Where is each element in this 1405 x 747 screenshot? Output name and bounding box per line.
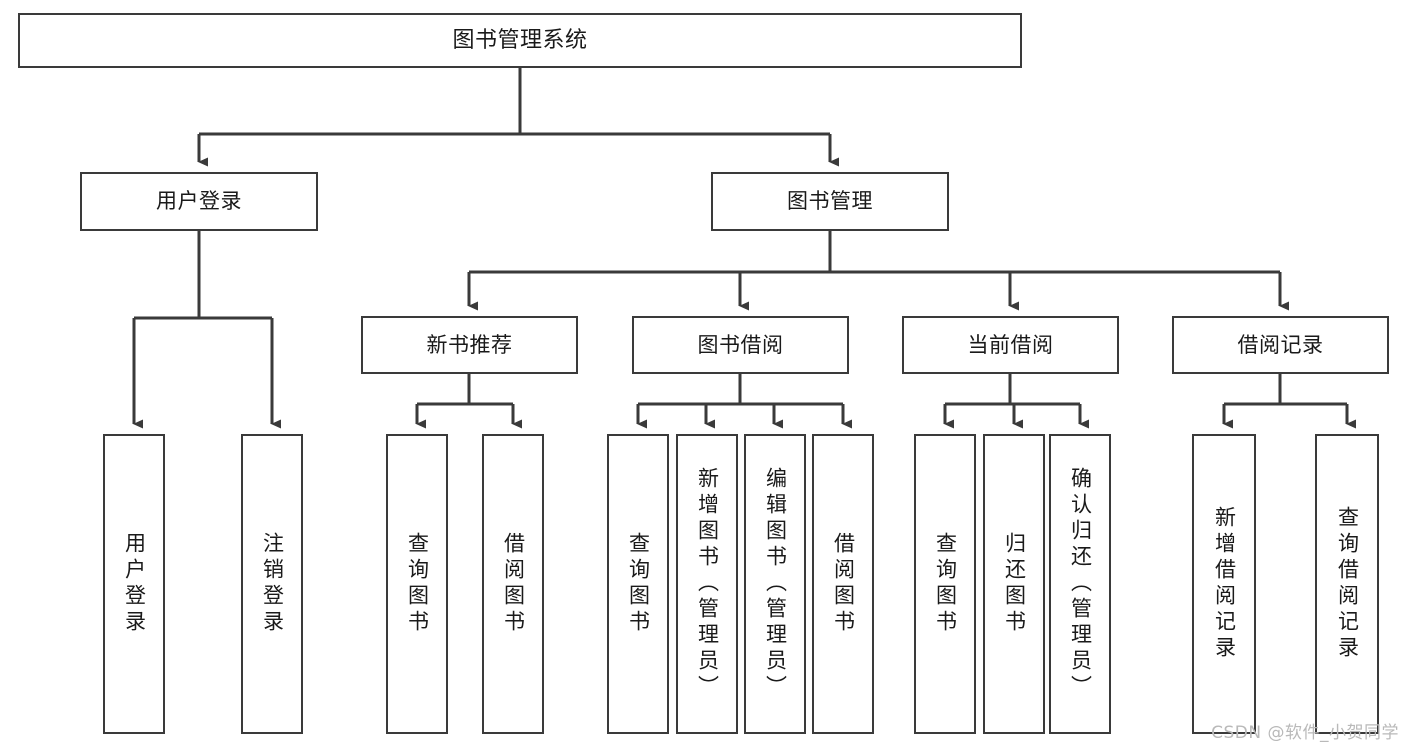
node-leaf-user-login[interactable]: 用户登录 [103, 434, 165, 734]
node-leaf-add-book[interactable]: 新增图书（管理员） [676, 434, 738, 734]
node-label: 编辑图书（管理员） [763, 467, 788, 701]
node-label: 图书借阅 [697, 332, 784, 357]
node-borrow-record[interactable]: 借阅记录 [1172, 316, 1389, 374]
node-label: 新增借阅记录 [1212, 506, 1237, 662]
node-label: 当前借阅 [967, 332, 1054, 357]
node-leaf-borrow-book-1[interactable]: 借阅图书 [482, 434, 544, 734]
node-label: 归还图书 [1002, 532, 1027, 636]
node-label: 新增图书（管理员） [695, 467, 720, 701]
node-label: 借阅图书 [501, 532, 526, 636]
node-user-login[interactable]: 用户登录 [80, 172, 318, 231]
node-label: 用户登录 [156, 189, 242, 214]
node-book-borrow[interactable]: 图书借阅 [632, 316, 849, 374]
node-root-book-management-system[interactable]: 图书管理系统 [18, 13, 1022, 68]
node-leaf-query-book-2[interactable]: 查询图书 [607, 434, 669, 734]
node-leaf-edit-book[interactable]: 编辑图书（管理员） [744, 434, 806, 734]
node-label: 用户登录 [122, 532, 147, 636]
node-leaf-logout-login[interactable]: 注销登录 [241, 434, 303, 734]
node-label: 注销登录 [260, 532, 285, 636]
node-leaf-query-book-1[interactable]: 查询图书 [386, 434, 448, 734]
node-label: 图书管理系统 [452, 27, 588, 53]
node-label: 查询图书 [933, 532, 958, 636]
node-label: 查询图书 [626, 532, 651, 636]
node-label: 借阅图书 [831, 532, 856, 636]
node-leaf-borrow-book-2[interactable]: 借阅图书 [812, 434, 874, 734]
node-label: 查询图书 [405, 532, 430, 636]
node-leaf-return-book[interactable]: 归还图书 [983, 434, 1045, 734]
csdn-watermark: CSDN @软件_小贺同学 [1211, 723, 1399, 743]
node-label: 借阅记录 [1237, 332, 1324, 357]
node-label: 图书管理 [787, 189, 873, 214]
node-label: 确认归还（管理员） [1068, 467, 1093, 701]
node-leaf-query-borrow-record[interactable]: 查询借阅记录 [1315, 434, 1379, 734]
node-label: 查询借阅记录 [1335, 506, 1360, 662]
node-leaf-query-book-3[interactable]: 查询图书 [914, 434, 976, 734]
node-leaf-add-borrow-record[interactable]: 新增借阅记录 [1192, 434, 1256, 734]
node-label: 新书推荐 [426, 332, 513, 357]
node-current-borrow[interactable]: 当前借阅 [902, 316, 1119, 374]
node-leaf-confirm-return[interactable]: 确认归还（管理员） [1049, 434, 1111, 734]
node-new-book-recommend[interactable]: 新书推荐 [361, 316, 578, 374]
node-book-manage[interactable]: 图书管理 [711, 172, 949, 231]
